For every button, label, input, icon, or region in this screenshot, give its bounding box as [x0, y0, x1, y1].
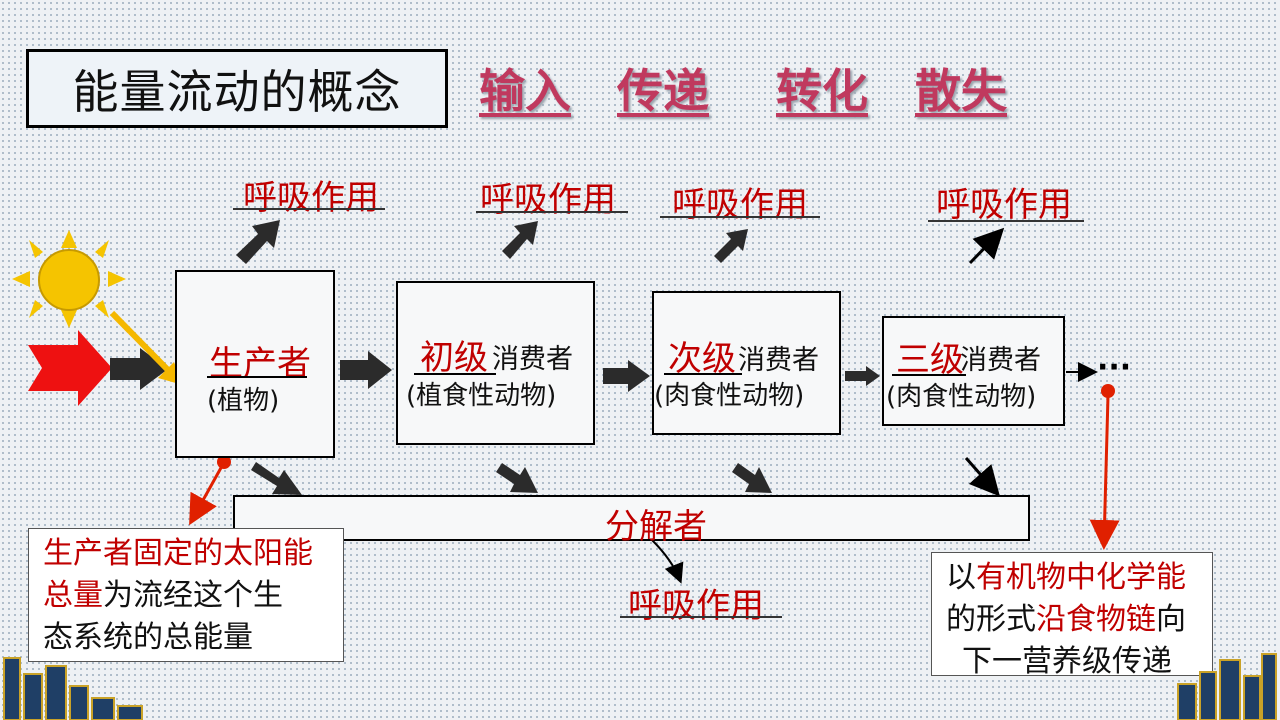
- note-right-t3: 向: [1156, 602, 1186, 637]
- respiration-underline: [620, 616, 782, 618]
- respiration-underline: [476, 211, 628, 213]
- secondary-consumer-label: 消费者: [738, 345, 819, 376]
- secondary-level: 次级: [668, 339, 736, 379]
- flow-arrow-2: [603, 360, 650, 392]
- note-right-t4: 下一营养级传递: [962, 644, 1172, 679]
- decomposer-box: 分解者: [233, 495, 1030, 547]
- primary-consumer-box: 初级 消费者 (植食性动物): [396, 281, 595, 445]
- note-right-r2: 沿食物链: [1036, 602, 1156, 637]
- input-arrow: [110, 348, 168, 390]
- primary-consumer-label: 消费者: [492, 344, 573, 375]
- note-right-t2: 的形式: [946, 602, 1036, 637]
- primary-underline: [414, 373, 496, 375]
- respiration-label-tertiary: 呼吸作用: [936, 185, 1072, 225]
- note-right-t1: 以: [946, 560, 976, 595]
- producer-box: 生产者 (植物): [175, 270, 335, 458]
- respiration-label-producer: 呼吸作用: [243, 178, 379, 218]
- respiration-underline: [660, 216, 820, 218]
- note-left-text3: 态系统的总能量: [43, 620, 253, 655]
- tertiary-level: 三级: [896, 340, 964, 380]
- respiration-underline: [928, 220, 1084, 222]
- primary-sub: (植食性动物): [406, 381, 557, 411]
- primary-level: 初级: [420, 338, 488, 378]
- secondary-underline: [664, 373, 742, 375]
- keyword-transform: 转化: [776, 64, 868, 118]
- note-left-red2: 总量: [43, 578, 103, 613]
- respiration-label-secondary: 呼吸作用: [672, 185, 808, 225]
- keyword-transfer: 传递: [617, 64, 709, 118]
- keyword-input: 输入: [479, 64, 571, 118]
- note-left-text2: 为流经这个生: [103, 578, 283, 613]
- respiration-label-decomposer: 呼吸作用: [628, 586, 764, 626]
- flow-arrow-1: [340, 351, 392, 389]
- continuation-ellipsis: ···: [1097, 350, 1132, 385]
- skyline-right-decoration: [1177, 653, 1277, 720]
- flow-arrow-3: [845, 366, 880, 386]
- note-left-red1: 生产者固定的太阳能: [43, 536, 313, 571]
- page-title: 能量流动的概念: [26, 49, 448, 128]
- decomposer-label: 分解者: [605, 507, 707, 547]
- note-right-r1: 有机物中化学能: [976, 560, 1186, 595]
- red-input-arrow: [28, 330, 112, 406]
- respiration-label-primary: 呼吸作用: [480, 180, 616, 220]
- secondary-sub: (肉食性动物): [654, 381, 805, 411]
- tertiary-underline: [892, 374, 966, 376]
- note-producer-energy: 生产者固定的太阳能 总量为流经这个生 态系统的总能量: [28, 528, 344, 662]
- keyword-dissipate: 散失: [915, 64, 1007, 118]
- secondary-consumer-box: 次级 消费者 (肉食性动物): [652, 291, 841, 435]
- tertiary-consumer-box: 三级 消费者 (肉食性动物): [882, 316, 1065, 426]
- tertiary-consumer-label: 消费者: [960, 345, 1041, 376]
- note-energy-transfer: 以有机物中化学能 的形式沿食物链向 下一营养级传递: [931, 552, 1213, 679]
- sun-icon: [12, 230, 126, 328]
- skyline-left-decoration: [3, 657, 143, 720]
- producer-sub: (植物): [207, 386, 280, 416]
- producer-underline: [207, 376, 307, 378]
- respiration-underline: [233, 208, 385, 210]
- tertiary-sub: (肉食性动物): [886, 382, 1037, 412]
